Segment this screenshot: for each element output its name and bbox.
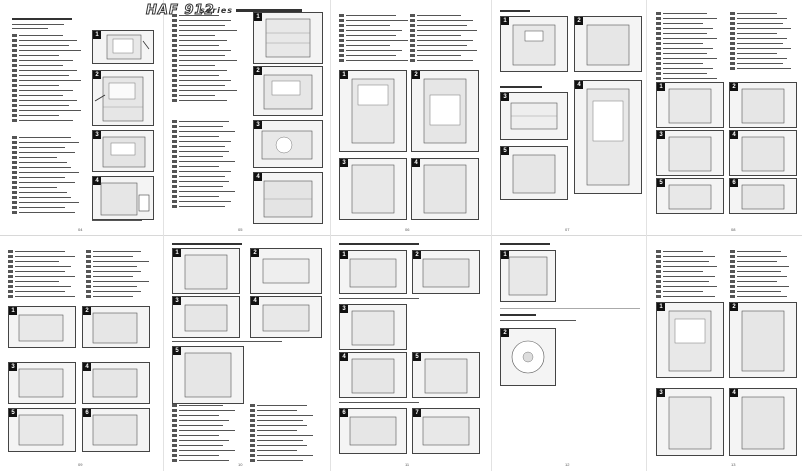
- figure-step-4: 4: [253, 172, 323, 224]
- page-number: 06: [405, 227, 410, 232]
- page-number: 07: [565, 227, 570, 232]
- figure-step-3: 3: [656, 130, 724, 176]
- column-divider: [163, 0, 164, 471]
- figure-step-2: 2: [574, 16, 642, 72]
- figure-step-3: 3: [92, 130, 154, 172]
- figure-step-5: 5: [656, 178, 724, 214]
- figure-step-5: 5: [8, 408, 76, 452]
- figure-step-2: 2: [92, 70, 154, 126]
- figure-step-3: 3: [8, 362, 76, 404]
- figure-step-2: 2: [253, 66, 323, 116]
- figure-step-4: 4: [92, 176, 154, 220]
- figure-step-2: 2: [729, 82, 797, 128]
- figure-step-5: 5: [412, 352, 480, 398]
- figure-step-6: 6: [82, 408, 150, 452]
- row-divider: [0, 235, 802, 236]
- figure-step-2: 2: [250, 248, 322, 294]
- figure-step-4: 4: [339, 352, 407, 398]
- figure-step-2: 2: [500, 328, 556, 386]
- figure-step-1: 1: [500, 16, 568, 72]
- page-number: 05: [238, 227, 243, 232]
- page-number: 12: [565, 462, 570, 467]
- page-number: 13: [731, 462, 736, 467]
- figure-step-1: 1: [92, 30, 154, 64]
- logo-text: HAF 912: [145, 3, 215, 19]
- figure-step-1: 1: [253, 12, 323, 64]
- figure-step-4: 4: [82, 362, 150, 404]
- column-divider: [491, 0, 492, 471]
- figure-step-6: 6: [339, 408, 407, 454]
- page-number: 04: [78, 227, 83, 232]
- figure-step-1: 1: [172, 248, 240, 294]
- figure-step-2: 2: [412, 250, 480, 294]
- figure-step-1: 1: [8, 306, 76, 348]
- figure-step-1: 1: [339, 70, 407, 152]
- figure-step-3: 3: [253, 120, 323, 168]
- page-number: 10: [238, 462, 243, 467]
- figure-step-3: 3: [339, 158, 407, 220]
- figure-step-1: 1: [339, 250, 407, 294]
- page-number: 09: [78, 462, 83, 467]
- figure-step-7: 7: [412, 408, 480, 454]
- figure-step-5: 5: [172, 346, 244, 404]
- figure-step-2: 2: [411, 70, 479, 152]
- figure-step-3: 3: [339, 304, 407, 350]
- figure-step-4: 4: [729, 130, 797, 176]
- logo-suffix: series: [200, 6, 234, 15]
- figure-step-4: 4: [250, 296, 322, 338]
- page-number: 11: [405, 462, 410, 467]
- column-divider: [330, 0, 331, 471]
- figure-step-1: 1: [656, 82, 724, 128]
- figure-step-3: 3: [656, 388, 724, 456]
- page-number: 08: [731, 227, 736, 232]
- column-divider: [646, 0, 647, 471]
- figure-step-5: 5: [500, 146, 568, 200]
- logo-bar: [236, 9, 302, 12]
- brand-logo: HAF 912 series: [145, 3, 302, 19]
- figure-step-2: 2: [82, 306, 150, 348]
- figure-step-4: 4: [574, 80, 642, 194]
- figure-step-2: 2: [729, 302, 797, 378]
- figure-step-1: 1: [500, 250, 556, 302]
- figure-step-3: 3: [172, 296, 240, 338]
- figure-step-3: 3: [500, 92, 568, 140]
- figure-step-4: 4: [729, 388, 797, 456]
- figure-step-4: 4: [411, 158, 479, 220]
- figure-step-1: 1: [656, 302, 724, 378]
- figure-step-6: 6: [729, 178, 797, 214]
